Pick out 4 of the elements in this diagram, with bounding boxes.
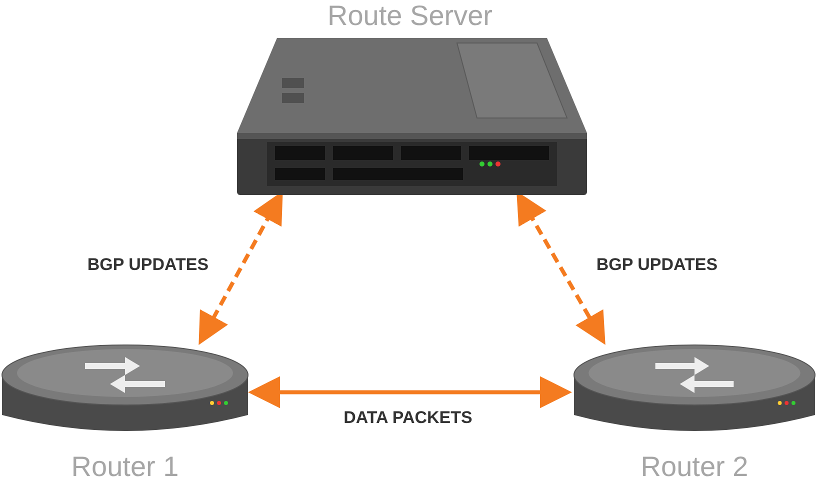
arrow (248, 376, 572, 408)
device-label: Router 2 (640, 451, 750, 483)
device-label: Route Server (326, 0, 494, 32)
device-label: Router 1 (70, 451, 180, 483)
